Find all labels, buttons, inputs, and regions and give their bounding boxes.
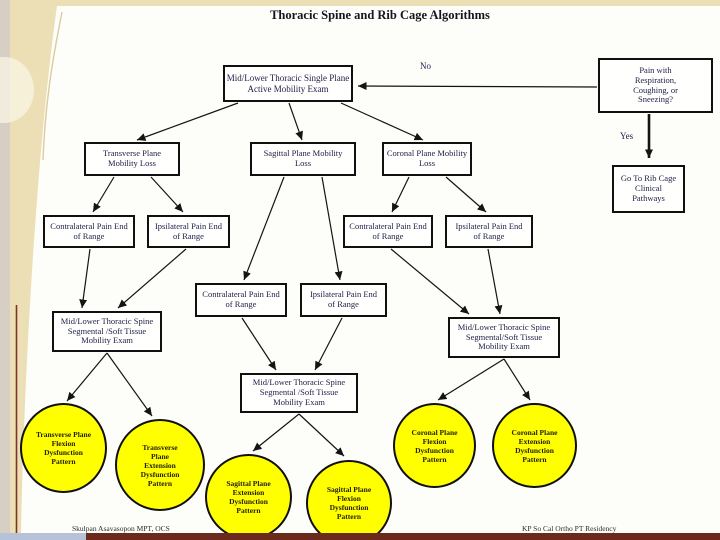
- node-text: Transverse Plane Mobility Loss: [103, 148, 161, 168]
- outcome-text: Transverse Plane Flexion Dysfunction Pat…: [35, 430, 92, 466]
- outcome-transverse-flexion: Transverse Plane Flexion Dysfunction Pat…: [20, 403, 107, 493]
- node-text: Contralateral Pain End of Range: [50, 220, 128, 241]
- label-no: No: [420, 61, 431, 71]
- node-single-plane-exam: Mid/Lower Thoracic Single Plane Active M…: [223, 65, 353, 102]
- outcome-text: Coronal Plane Extension Dysfunction Patt…: [511, 427, 558, 464]
- node-text: Sagittal Plane Mobility Loss: [263, 148, 343, 168]
- outcome-sagittal-extension: Sagittal Plane Extension Dysfunction Pat…: [205, 454, 292, 540]
- outcome-sagittal-flexion: Sagittal Plane Flexion Dysfunction Patte…: [306, 460, 392, 540]
- node-contralateral-left: Contralateral Pain End of Range: [43, 215, 135, 248]
- footer-program: KP So Cal Ortho PT Residency: [522, 524, 617, 533]
- node-go-to-rib-cage: Go To Rib Cage Clinical Pathways: [612, 165, 685, 213]
- node-text: Ipsilateral Pain End of Range: [309, 289, 378, 309]
- outcome-text: Coronal Plane Flexion Dysfunction Patter…: [411, 427, 458, 464]
- bottom-bar: [86, 533, 720, 540]
- node-segmental-exam-right: Mid/Lower Thoracic Spine Segmental/Soft …: [448, 317, 560, 358]
- node-contralateral-right: Contralateral Pain End of Range: [343, 215, 433, 248]
- node-text: Go To Rib Cage Clinical Pathways: [620, 173, 677, 203]
- outcome-coronal-flexion: Coronal Plane Flexion Dysfunction Patter…: [393, 403, 476, 488]
- node-text: Ipsilateral Pain End of Range: [154, 220, 223, 241]
- outcome-text: Sagittal Plane Flexion Dysfunction Patte…: [326, 485, 372, 521]
- label-yes: Yes: [620, 131, 634, 141]
- node-text: Contralateral Pain End of Range: [202, 289, 280, 309]
- node-ipsilateral-left: Ipsilateral Pain End of Range: [147, 215, 230, 248]
- node-sagittal-loss: Sagittal Plane Mobility Loss: [250, 142, 356, 176]
- outcome-text: Sagittal Plane Extension Dysfunction Pat…: [226, 479, 271, 515]
- outcome-coronal-extension: Coronal Plane Extension Dysfunction Patt…: [492, 403, 577, 488]
- node-contralateral-mid: Contralateral Pain End of Range: [195, 283, 287, 317]
- outcome-transverse-extension: Transverse Plane Extension Dysfunction P…: [115, 419, 205, 511]
- node-segmental-exam-left: Mid/Lower Thoracic Spine Segmental /Soft…: [52, 311, 162, 352]
- node-text: Mid/Lower Thoracic Spine Segmental/Soft …: [457, 321, 551, 352]
- node-text: Mid/Lower Thoracic Spine Segmental /Soft…: [60, 315, 154, 346]
- node-text: Pain with Respiration, Coughing, or Snee…: [633, 64, 678, 105]
- node-ipsilateral-right: Ipsilateral Pain End of Range: [445, 215, 533, 248]
- node-coronal-loss: Coronal Plane Mobility Loss: [382, 142, 472, 176]
- footer-author: Skulpan Asavasopon MPT, OCS: [72, 524, 170, 533]
- node-pain-respiration: Pain with Respiration, Coughing, or Snee…: [598, 58, 713, 113]
- slide-title: Thoracic Spine and Rib Cage Algorithms: [270, 8, 490, 22]
- bottom-bar-left: [0, 533, 86, 540]
- node-segmental-exam-mid: Mid/Lower Thoracic Spine Segmental /Soft…: [240, 373, 358, 413]
- node-text: Coronal Plane Mobility Loss: [386, 148, 468, 168]
- outcome-text: Transverse Plane Extension Dysfunction P…: [140, 442, 180, 488]
- node-text: Mid/Lower Thoracic Single Plane Active M…: [226, 73, 350, 94]
- node-ipsilateral-mid: Ipsilateral Pain End of Range: [300, 283, 387, 317]
- node-transverse-loss: Transverse Plane Mobility Loss: [84, 142, 180, 176]
- node-text: Ipsilateral Pain End of Range: [455, 220, 523, 241]
- node-text: Mid/Lower Thoracic Spine Segmental /Soft…: [252, 377, 346, 407]
- node-text: Contralateral Pain End of Range: [349, 220, 427, 241]
